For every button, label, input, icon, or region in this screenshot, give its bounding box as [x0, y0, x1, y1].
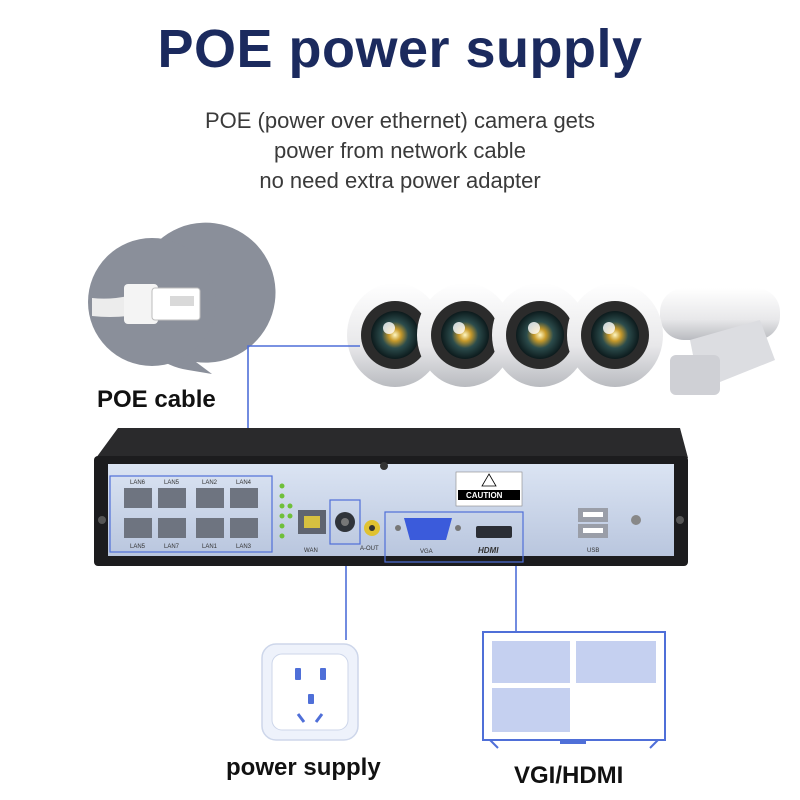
lan-top-label-2: LAN5 [164, 480, 180, 486]
camera-group [347, 283, 780, 395]
vga-label: VGA [420, 549, 433, 555]
usb-label: USB [587, 548, 599, 554]
status-leds [279, 483, 293, 539]
caution-label: CAUTION [466, 491, 503, 500]
power-outlet-icon [261, 643, 359, 741]
lan-ports [124, 488, 258, 538]
hdmi-label: HDMI [478, 546, 499, 555]
lan-top-label-3: LAN2 [202, 480, 218, 486]
hdmi-port [476, 526, 512, 538]
subtitle-line-2: power from network cable [274, 138, 526, 163]
vga-port [395, 518, 461, 540]
bullet-camera-icon [567, 283, 663, 387]
poe-cable-label: POE cable [97, 386, 216, 413]
vgi-hdmi-label: VGI/HDMI [514, 762, 624, 789]
split-screen-monitor-icon [482, 631, 666, 749]
subtitle-line-3: no need extra power adapter [259, 168, 541, 193]
subtitle-line-1: POE (power over ethernet) camera gets [204, 108, 596, 133]
ground-screw [631, 515, 641, 525]
bullet-camera-icon [417, 283, 513, 387]
ethernet-plug-icon [88, 222, 276, 374]
lan-bottom-label-3: LAN1 [202, 544, 218, 550]
aout-label: A-OUT [360, 546, 379, 552]
lan-bottom-label-1: LAN5 [130, 544, 146, 550]
lan-bottom-label-2: LAN7 [164, 544, 180, 550]
bullet-camera-icon [660, 288, 780, 395]
bullet-camera-icon [347, 283, 443, 387]
lan-top-label-4: LAN4 [236, 480, 252, 486]
lan-top-label-1: LAN6 [130, 480, 146, 486]
bullet-camera-icon [492, 283, 588, 387]
page-title: POE power supply [157, 19, 643, 79]
nvr-recorder: LAN6 LAN5 LAN2 LAN4 LAN5 LAN7 LAN1 LAN3 … [94, 428, 688, 566]
power-supply-label: power supply [226, 754, 381, 781]
wan-label: WAN [304, 548, 318, 554]
lan-bottom-label-4: LAN3 [236, 544, 252, 550]
